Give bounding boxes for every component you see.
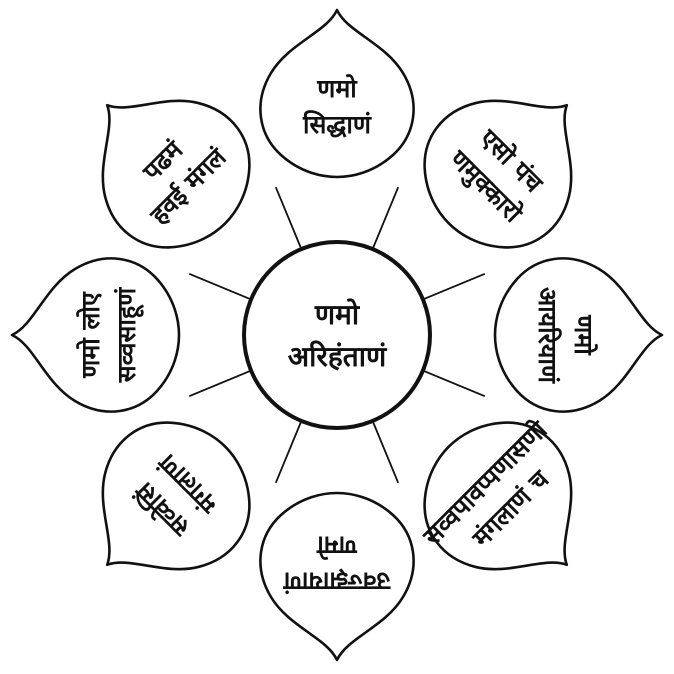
petal-right-line1: णमो [569,314,598,356]
center-line-2: अरिहंताणं [288,340,388,373]
petal-divider [189,371,251,397]
petal-divider [189,274,251,300]
petal-left-line1: णमो लोए [76,291,105,379]
center-line-1: णमो [314,298,361,331]
petal-top-line1: णमो [316,74,358,103]
petal-divider [373,421,399,483]
petal-divider [423,274,485,300]
center-circle [244,242,430,428]
petal-left-line2: सव्वसाहूणं [112,287,144,383]
petal-bottom-line1: उवज्झायाणं [283,567,391,596]
petal-bottom-line2: णमो [316,531,358,560]
petal-divider [373,187,399,249]
petal-top-line2: सिद्धाणं [302,110,372,139]
petal-divider [276,187,302,249]
petal-divider [423,371,485,397]
petal-right-line2: आयरियाणं [533,287,562,384]
petal-divider [276,421,302,483]
